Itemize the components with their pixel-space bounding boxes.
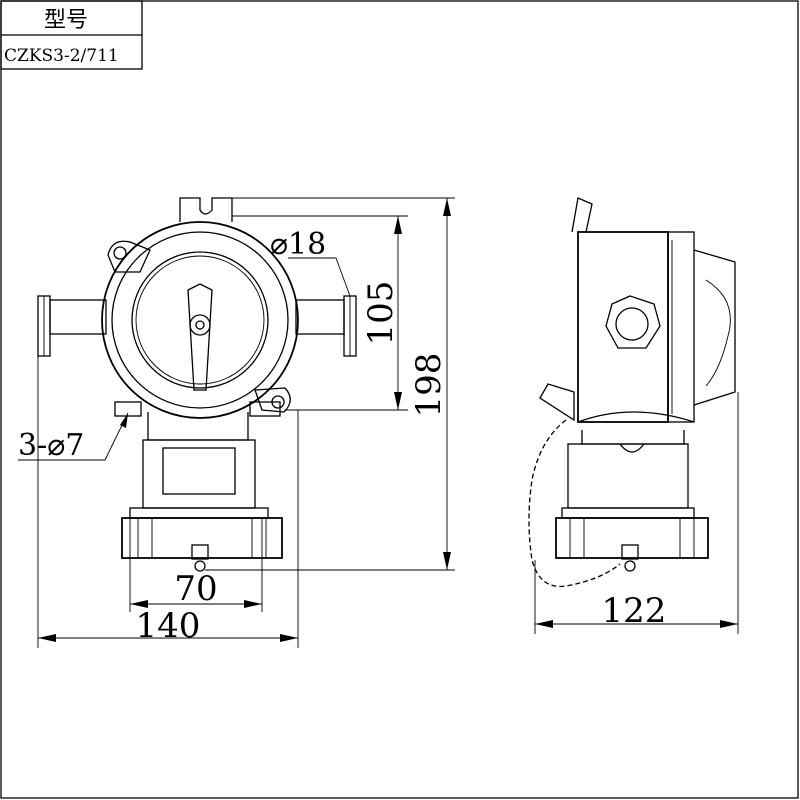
switch-hub-screw bbox=[195, 320, 205, 330]
front-flange bbox=[129, 507, 269, 519]
leader-18 bbox=[335, 257, 351, 297]
front-pin-tip bbox=[194, 560, 206, 572]
front-foot-right bbox=[249, 401, 281, 417]
side-body bbox=[577, 231, 669, 423]
side-handle-curve bbox=[705, 279, 731, 387]
side-cover bbox=[667, 231, 695, 423]
side-pin-tip bbox=[624, 560, 636, 572]
front-body-rim bbox=[111, 231, 289, 409]
title-block-model: CZKS3-2/711 bbox=[4, 46, 119, 66]
dim-70: 70 bbox=[174, 569, 217, 609]
front-neck bbox=[147, 412, 249, 441]
side-dimensions: 122 bbox=[534, 392, 739, 634]
side-nut bbox=[555, 517, 709, 559]
front-dial-inner bbox=[135, 255, 265, 385]
side-socket-housing bbox=[567, 443, 689, 509]
side-ear bbox=[539, 383, 575, 422]
front-conduit-right bbox=[295, 299, 345, 335]
side-neck-top bbox=[577, 411, 695, 423]
switch-handle bbox=[187, 283, 213, 391]
side-chain bbox=[528, 419, 621, 588]
dim-198: 198 bbox=[409, 353, 449, 418]
side-conduit-hole bbox=[615, 307, 649, 341]
side-neck bbox=[581, 430, 685, 445]
side-flange bbox=[561, 507, 695, 519]
side-pin bbox=[621, 544, 639, 560]
dim-122: 122 bbox=[602, 591, 667, 631]
dim-18: ⌀18 bbox=[270, 227, 326, 262]
front-socket-window bbox=[162, 447, 236, 495]
front-nut-knurl bbox=[137, 518, 267, 558]
side-hex-nut bbox=[605, 295, 661, 349]
front-view bbox=[37, 197, 357, 572]
front-ear-left bbox=[107, 240, 151, 273]
front-socket-housing bbox=[142, 439, 256, 509]
front-pin bbox=[191, 544, 209, 560]
side-handle bbox=[693, 249, 736, 406]
front-foot-left bbox=[114, 401, 142, 417]
switch-hub bbox=[189, 314, 211, 336]
front-top-clip bbox=[179, 197, 233, 222]
dim-105: 105 bbox=[361, 281, 401, 346]
side-nut-knurl bbox=[569, 518, 695, 558]
front-dimensions: 198 105 ⌀18 3-⌀7 70 140 bbox=[18, 197, 455, 648]
title-block: 型号 CZKS3-2/711 bbox=[0, 0, 143, 70]
dim-3-7: 3-⌀7 bbox=[18, 428, 84, 463]
front-nut bbox=[121, 517, 283, 559]
front-dial bbox=[131, 251, 269, 389]
side-view bbox=[528, 197, 736, 588]
front-body-outer bbox=[101, 221, 299, 419]
front-ear-left-screw bbox=[113, 246, 127, 260]
side-notch bbox=[619, 443, 645, 453]
front-conduit-left bbox=[49, 299, 107, 335]
side-top-clip bbox=[571, 197, 593, 233]
dim-140: 140 bbox=[136, 606, 201, 646]
front-ear-right bbox=[254, 387, 291, 413]
title-block-header: 型号 bbox=[44, 8, 88, 33]
